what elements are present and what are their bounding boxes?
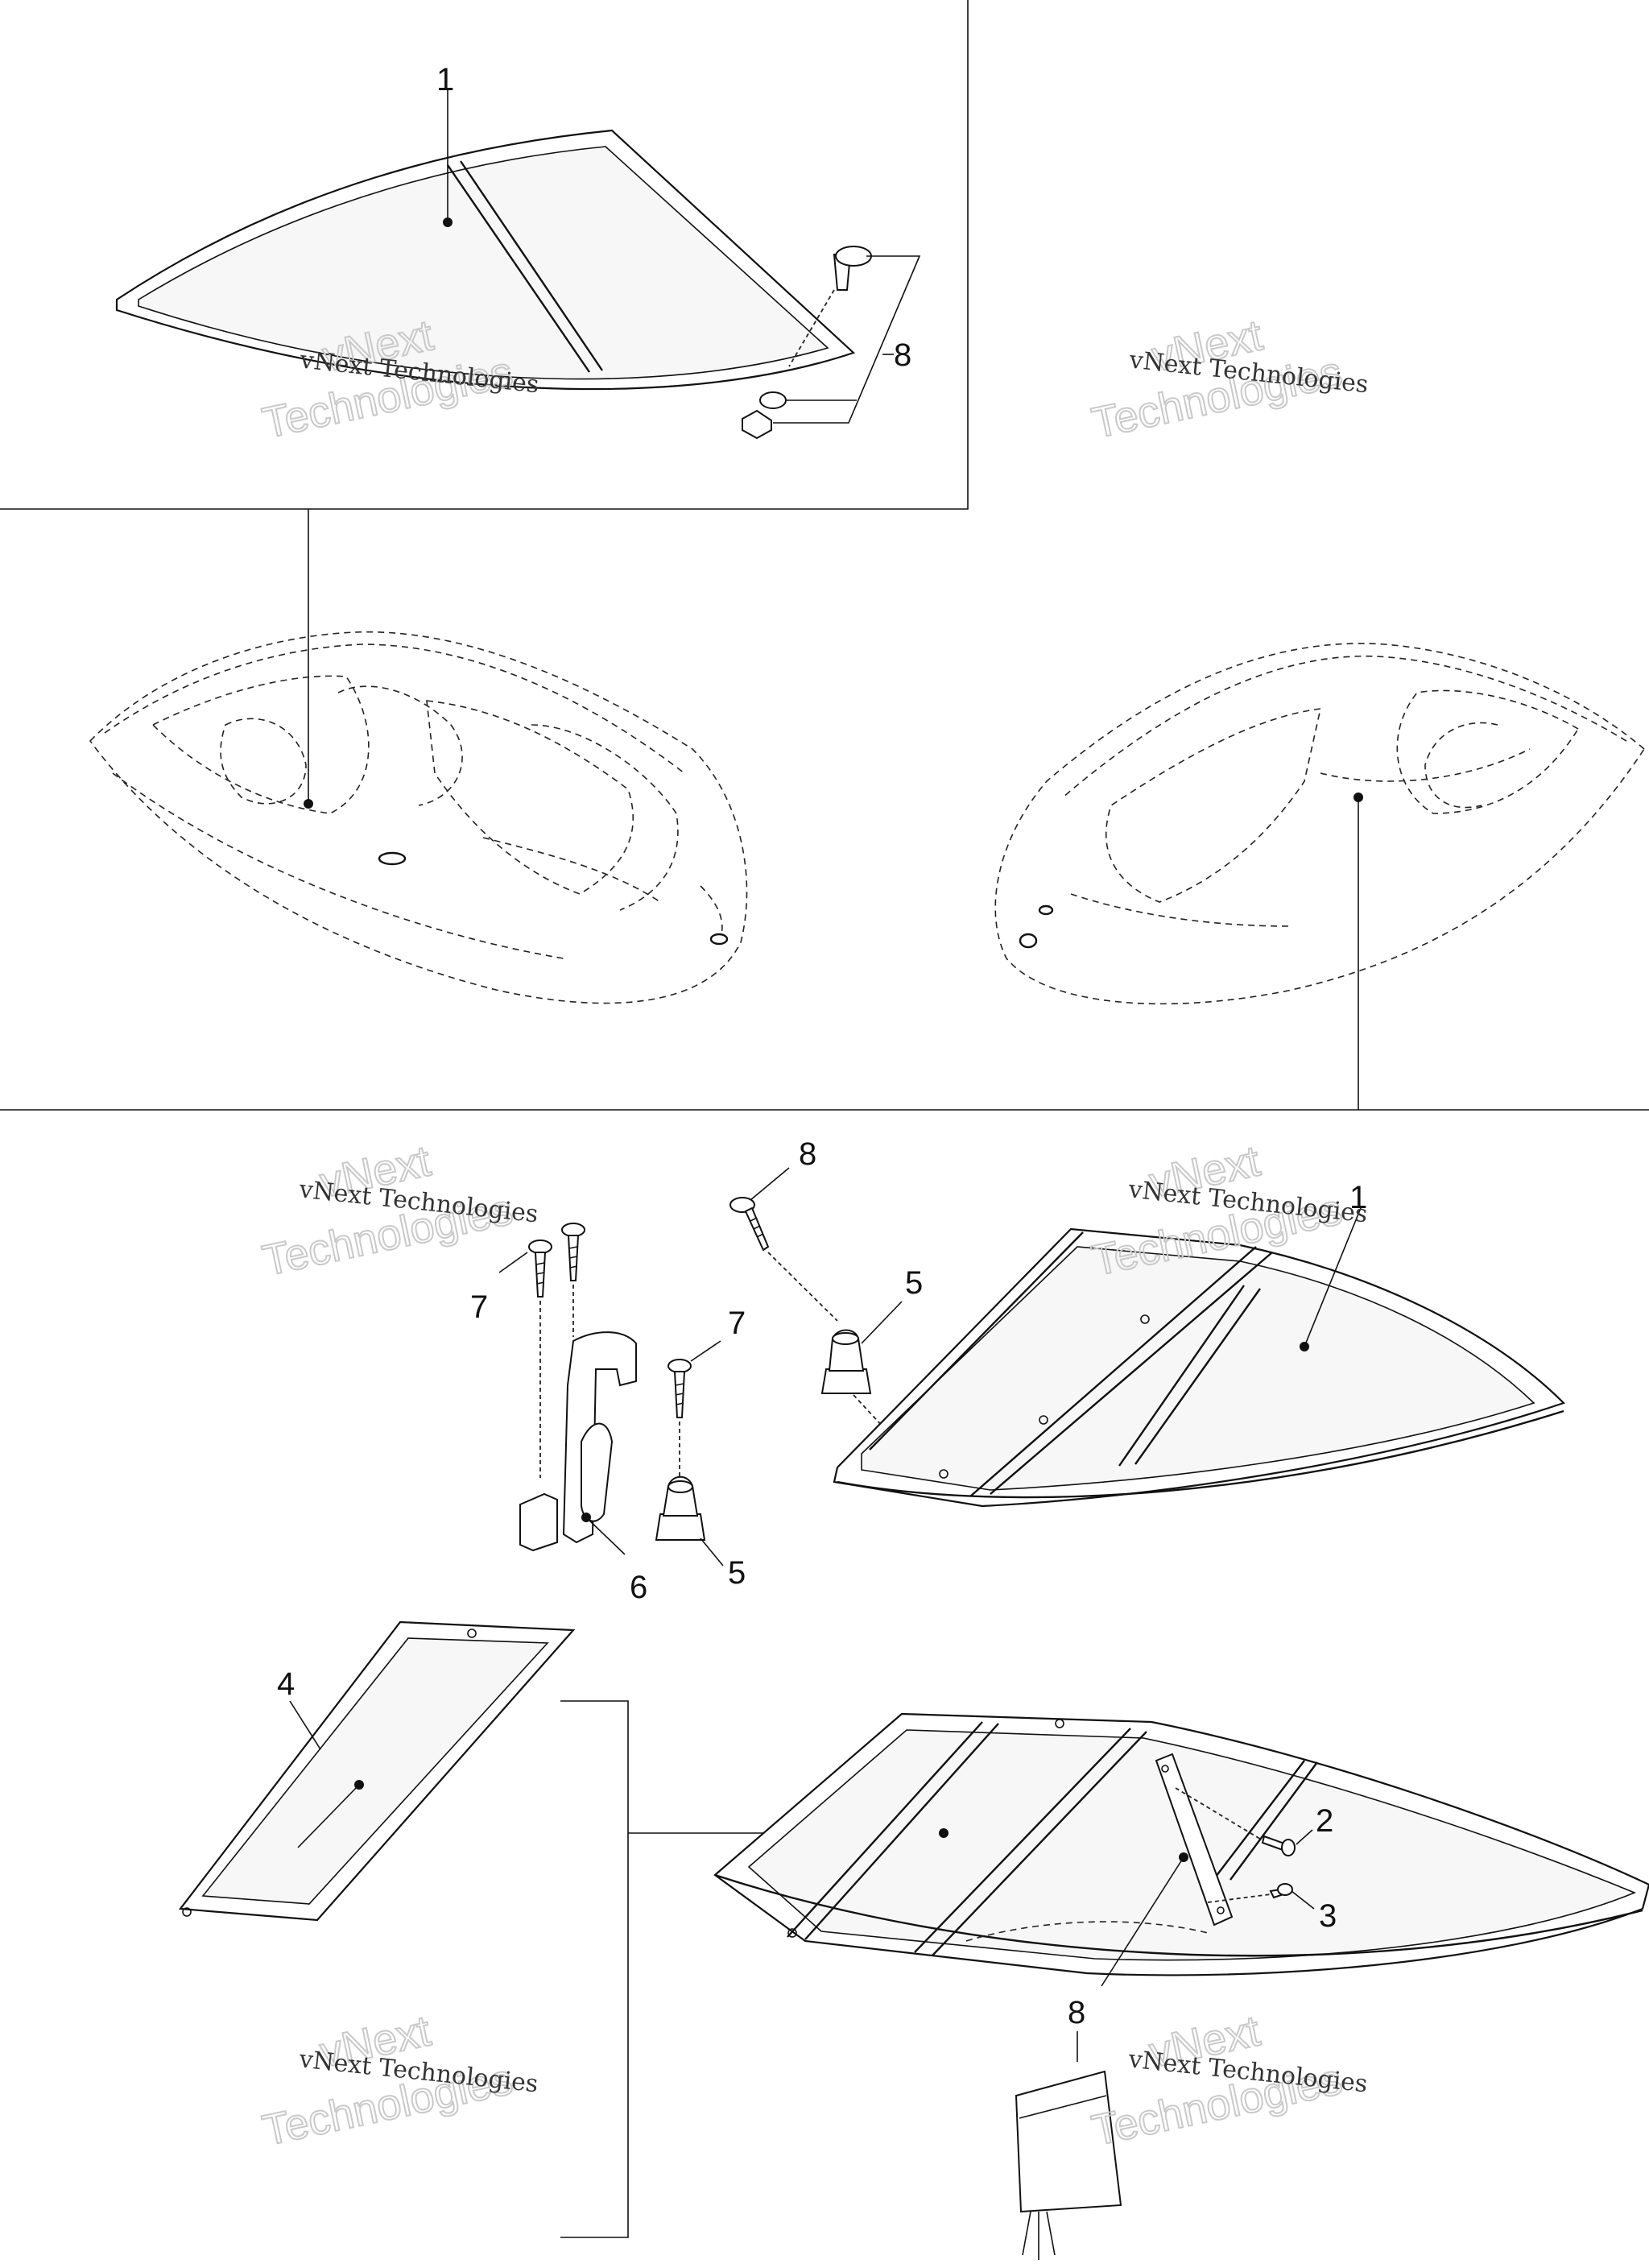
callout-7-mid: 7 [728, 1306, 746, 1341]
base-5-upper [820, 1301, 935, 1483]
callout-8-bottom: 8 [1068, 1995, 1085, 2030]
callout-1-mid: 1 [1349, 1180, 1367, 1215]
callout-2: 2 [1316, 1803, 1333, 1839]
windshield-bottom [713, 1712, 1649, 1987]
callout-4: 4 [277, 1666, 295, 1702]
callout-3: 3 [1319, 1898, 1337, 1934]
callout-8-mid: 8 [799, 1136, 816, 1172]
callout-5-upper: 5 [905, 1265, 923, 1301]
callout-7-left: 7 [470, 1289, 488, 1325]
screw-8-mid [729, 1167, 838, 1322]
callout-8-top: 8 [894, 337, 911, 373]
windshield-top [115, 90, 856, 391]
screw-washer-nut-top [742, 246, 921, 440]
boat-right [994, 643, 1646, 1110]
screw-7-left-b [561, 1223, 585, 1281]
mount-bracket-assembly [498, 1223, 724, 1566]
screw-7-left-a [528, 1240, 552, 1297]
callout-6: 6 [630, 1570, 647, 1605]
hardware-bag [1015, 2031, 1122, 2260]
base-5-lower [655, 1475, 724, 1566]
callout-1-top: 1 [436, 62, 454, 97]
callout-5-lower: 5 [728, 1555, 746, 1591]
windshield-middle [833, 1207, 1566, 1508]
glass-panel-4 [178, 1620, 576, 1922]
boat-left [89, 631, 748, 1004]
screw-7-mid [667, 1340, 721, 1418]
